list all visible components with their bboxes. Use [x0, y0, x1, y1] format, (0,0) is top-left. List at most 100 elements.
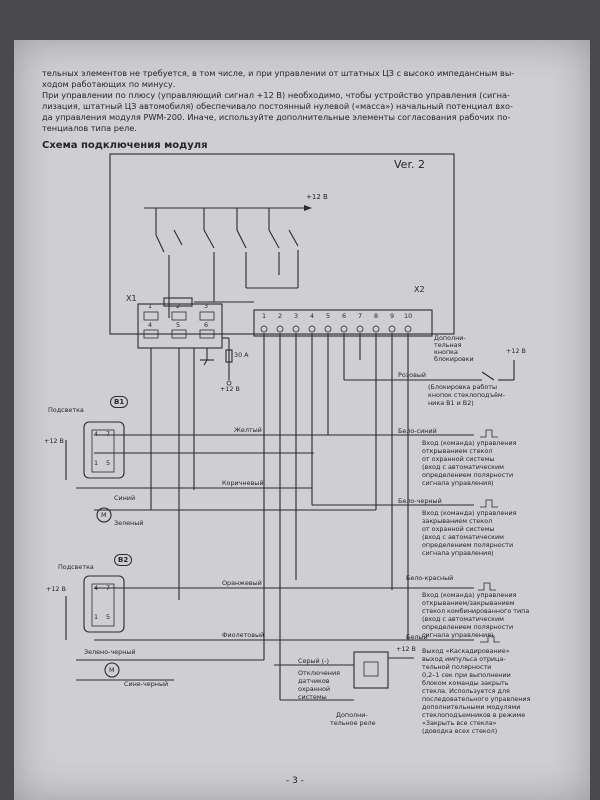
wiring-diagram — [65, 153, 515, 701]
x1-pin-3: 3 — [204, 302, 209, 310]
note-cascade-1: Выход «Каскадирование» — [422, 647, 510, 655]
b2-pin-7: 7 — [106, 584, 111, 592]
x1-pin-5: 5 — [176, 321, 181, 329]
relay-note-2: тельное реле — [330, 719, 376, 727]
note-open-1: Вход (команда) управления — [422, 439, 517, 447]
fuse-plus12: +12 В — [220, 385, 240, 393]
x1-pin-1: 1 — [148, 302, 153, 310]
note-cascade-7: последовательного управления — [422, 695, 531, 703]
note-cascade-2: выход импульса отрица- — [422, 655, 506, 663]
note-combined-5: определением полярности — [422, 623, 514, 631]
wire-gray: Серый (-) — [298, 657, 329, 665]
power-plus12-top: +12 В — [306, 193, 328, 201]
intro-line-3: При управлении по плюсу (управляющий сиг… — [42, 90, 510, 100]
intro-line-2: ходом работающих по минусу. — [42, 79, 176, 89]
fuse-label: 30 А — [234, 351, 249, 359]
x2-pin-5: 5 — [326, 312, 331, 320]
x1-label: X1 — [126, 294, 137, 303]
note-close-5: определением полярности — [422, 541, 514, 549]
module-outline — [109, 153, 455, 335]
note-cascade-5: блоком команды закрыть — [422, 679, 509, 687]
wire-white-red: Бело-красный — [406, 574, 454, 582]
block-button-label-2: тельная — [434, 341, 462, 349]
section-title: Схема подключения модуля — [42, 140, 208, 151]
b2-plus12: +12 В — [46, 585, 66, 593]
x1-pin-4: 4 — [148, 321, 153, 329]
note-combined-4: (вход с автоматическим — [422, 615, 504, 623]
b2-pin-4: 4 — [94, 584, 99, 592]
b2-switch — [83, 575, 125, 633]
b1-pin-5: 5 — [106, 459, 111, 467]
wire-white: Белый — [406, 633, 428, 641]
block-note-1: (Блокировка работы — [428, 383, 498, 391]
note-cascade-9: стеклоподъемников в режиме — [422, 711, 526, 719]
note-open-3: от охранной системы — [422, 455, 495, 463]
b1-motor-label: М — [101, 511, 107, 519]
note-cascade-4: 0,2–1 сек при выполнении — [422, 671, 511, 679]
b1-backlight: Подсветка — [48, 406, 84, 414]
x1-connector — [137, 303, 223, 349]
page-number: - 3 - — [286, 776, 304, 786]
wire-yellow: Желтый — [234, 426, 262, 434]
x2-pin-10: 10 — [404, 312, 413, 320]
sensors-note-4: системы — [298, 693, 327, 701]
intro-line-5: да управления модуля PWM-200. Иначе, исп… — [42, 112, 511, 122]
block-button-label-1: Дополни- — [434, 334, 466, 342]
b1-motor — [96, 507, 112, 523]
wire-violet: Фиолетовый — [222, 631, 265, 639]
note-cascade-10: «Закрыть все стекла» — [422, 719, 497, 727]
note-open-4: (вход с автоматическим — [422, 463, 504, 471]
wire-blue-black: Сине-черный — [124, 680, 169, 688]
b2-motor-label: М — [109, 666, 115, 674]
b2-motor — [104, 662, 120, 678]
note-close-6: сигнала управления) — [422, 549, 494, 557]
wire-green-black: Зелено-черный — [84, 648, 136, 656]
x2-pin-3: 3 — [294, 312, 299, 320]
note-cascade-11: (доводка всех стекол) — [422, 727, 498, 735]
intro-line-1: тельных элементов не требуется, в том чи… — [42, 68, 515, 78]
wire-blue: Синий — [114, 494, 136, 502]
b1-pin-7: 7 — [106, 430, 111, 438]
block-button-label-4: блокировки — [434, 355, 474, 363]
b1-switch — [83, 421, 125, 479]
intro-line-4: лизация, штатный ЦЗ автомобиля) обеспечи… — [42, 101, 513, 111]
wire-pink: Розовый — [398, 371, 427, 379]
x2-pin-4: 4 — [310, 312, 315, 320]
wire-brown: Коричневый — [222, 479, 264, 487]
x2-connector — [253, 309, 433, 337]
relay-box — [353, 651, 389, 689]
note-combined-6: сигнала управления) — [422, 631, 494, 639]
note-cascade-6: стекла. Используется для — [422, 687, 510, 695]
b1-label: В1 — [110, 396, 129, 408]
x2-label: X2 — [414, 285, 425, 294]
x2-pin-1: 1 — [262, 312, 267, 320]
wire-green: Зеленый — [114, 519, 144, 527]
b1-pin-4: 4 — [94, 430, 99, 438]
note-open-5: определением полярности — [422, 471, 514, 479]
sensors-note-1: Отключения — [298, 669, 340, 677]
block-plus12: +12 В — [506, 347, 526, 355]
block-note-3: ника В1 и В2) — [428, 399, 474, 407]
b2-pin-5: 5 — [106, 613, 111, 621]
relay-plus12: +12 В — [396, 645, 416, 653]
x1-pin-6: 6 — [204, 321, 209, 329]
b1-pin-1: 1 — [94, 459, 99, 467]
note-close-1: Вход (команда) управления — [422, 509, 517, 517]
note-cascade-8: дополнительными модулями — [422, 703, 521, 711]
wire-white-blue: Бело-синий — [398, 427, 437, 435]
wire-orange: Оранжевый — [222, 579, 262, 587]
note-open-6: сигнала управления) — [422, 479, 494, 487]
document-page: тельных элементов не требуется, в том чи… — [14, 40, 590, 800]
x1-pin-2: 2 — [176, 302, 181, 310]
note-combined-2: открыванием/закрыванием — [422, 599, 515, 607]
note-close-4: (вход с автоматическим — [422, 533, 504, 541]
b2-pin-1: 1 — [94, 613, 99, 621]
note-open-2: открыванием стекол — [422, 447, 493, 455]
block-note-2: кнопок стеклоподъём- — [428, 391, 506, 399]
b2-label: В2 — [114, 554, 133, 566]
note-combined-1: Вход (команда) управления — [422, 591, 517, 599]
relay-note-1: Дополни- — [336, 711, 368, 719]
x2-pin-7: 7 — [358, 312, 363, 320]
note-close-2: закрыванием стекол — [422, 517, 493, 525]
note-combined-3: стекол комбинированного типа — [422, 607, 530, 615]
